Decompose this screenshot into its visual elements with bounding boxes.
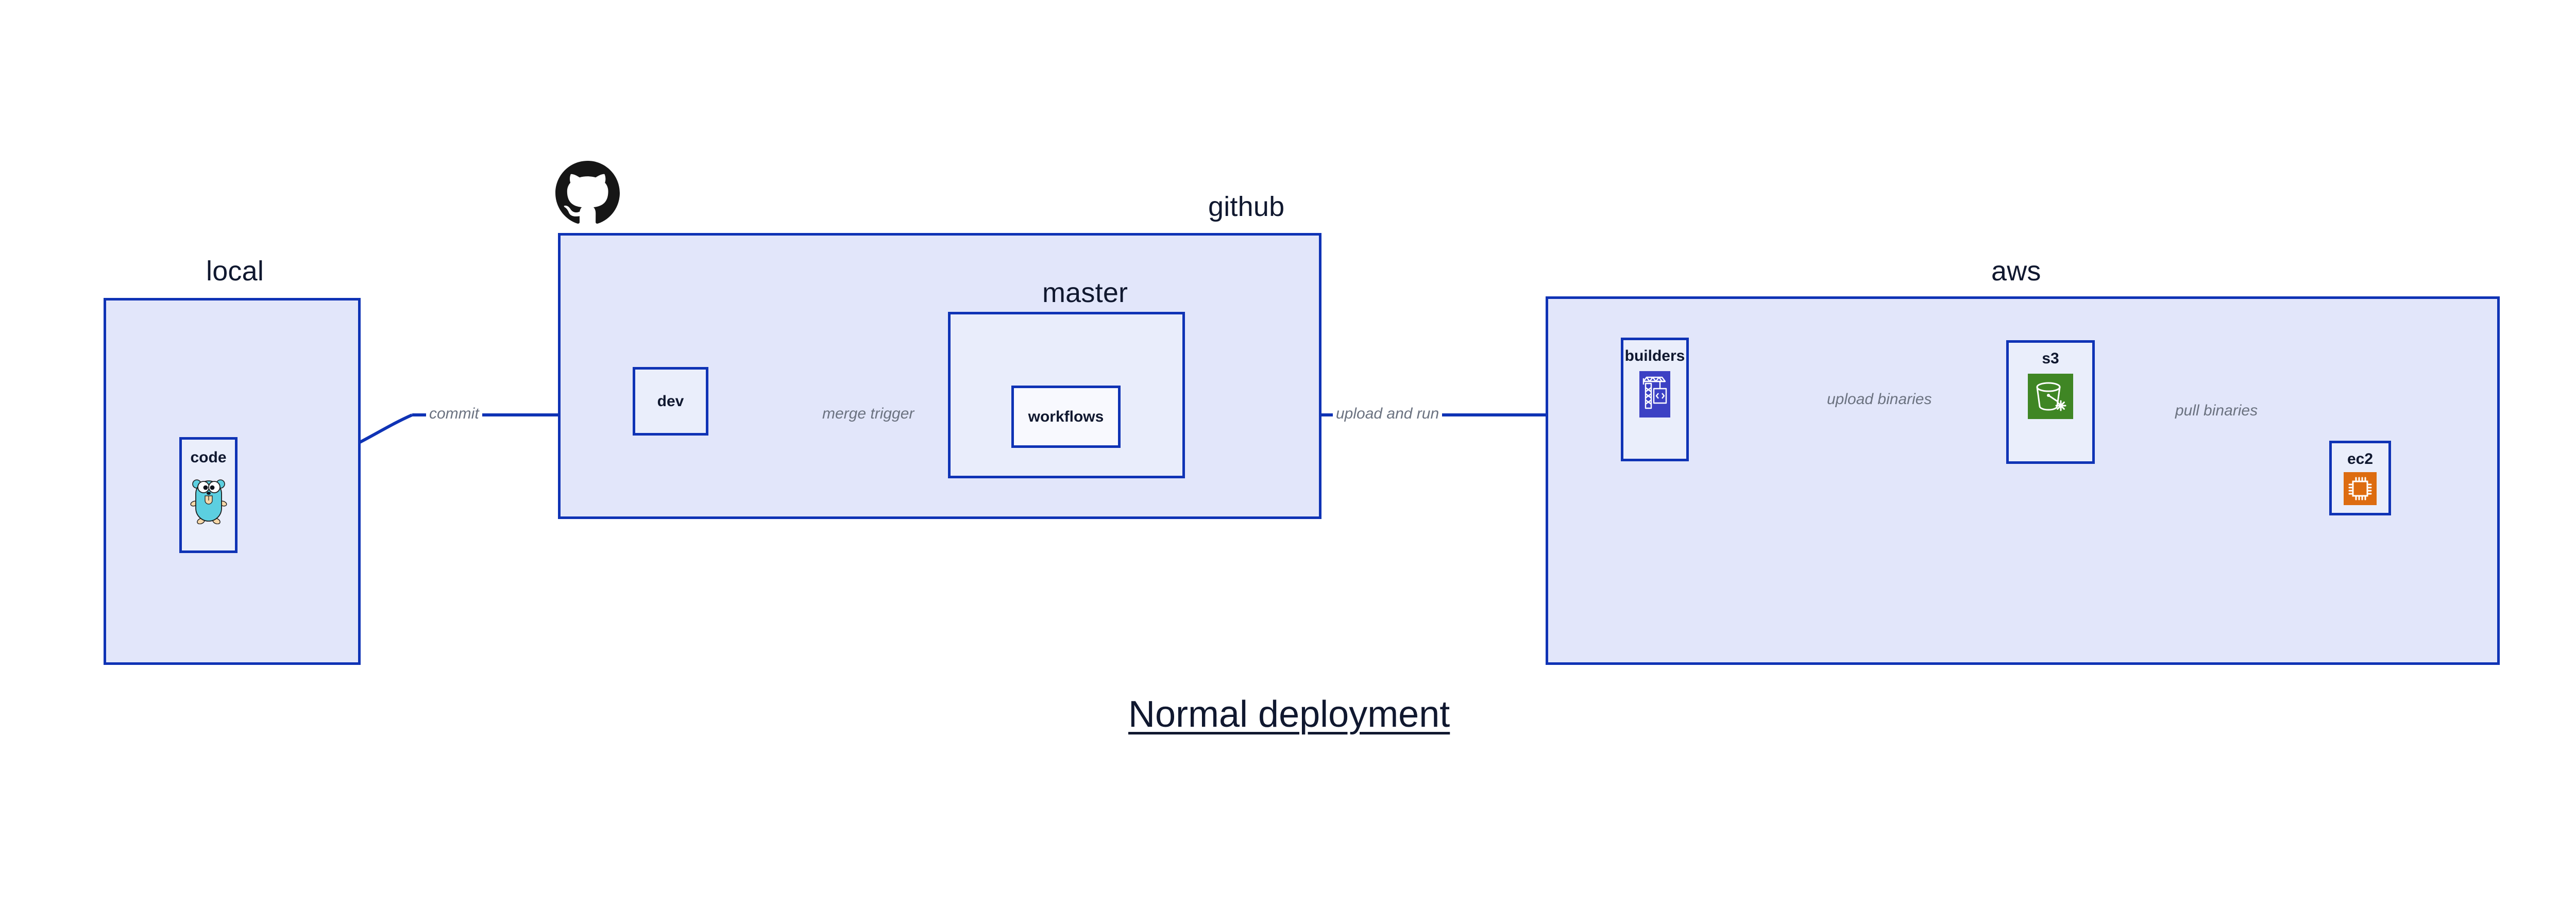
edge-label-commit: commit	[426, 406, 482, 422]
edge-label-merge-trigger: merge trigger	[819, 406, 918, 422]
node-builders-label: builders	[1624, 347, 1685, 364]
node-dev[interactable]: dev	[633, 367, 708, 436]
edge-label-pull-binaries: pull binaries	[2175, 402, 2258, 419]
node-workflows[interactable]: workflows	[1011, 386, 1121, 448]
group-master-label: master	[1042, 277, 1128, 308]
edge-label-upload-and-run: upload and run	[1333, 406, 1443, 422]
edge-label-upload-binaries: upload binaries	[1824, 392, 1935, 407]
node-code[interactable]: code	[179, 437, 238, 553]
aws-ec2-chip-icon	[2344, 472, 2377, 505]
group-github-label: github	[1208, 191, 1285, 222]
golang-gopher-icon	[190, 474, 228, 527]
node-builders[interactable]: builders	[1621, 338, 1689, 461]
group-local-label: local	[206, 256, 264, 287]
node-ec2[interactable]: ec2	[2329, 441, 2391, 515]
diagram-title: Normal deployment	[1128, 694, 1450, 735]
aws-s3-bucket-icon	[2028, 374, 2073, 419]
node-ec2-label: ec2	[2347, 450, 2374, 467]
node-workflows-label: workflows	[1028, 408, 1104, 425]
node-code-label: code	[190, 449, 227, 466]
node-s3-label: s3	[2042, 350, 2059, 367]
group-aws-label: aws	[1991, 256, 2041, 287]
github-octocat-icon	[555, 161, 620, 225]
node-dev-label: dev	[657, 392, 684, 410]
aws-codebuild-crane-icon	[1639, 371, 1670, 417]
node-s3[interactable]: s3	[2006, 340, 2095, 464]
